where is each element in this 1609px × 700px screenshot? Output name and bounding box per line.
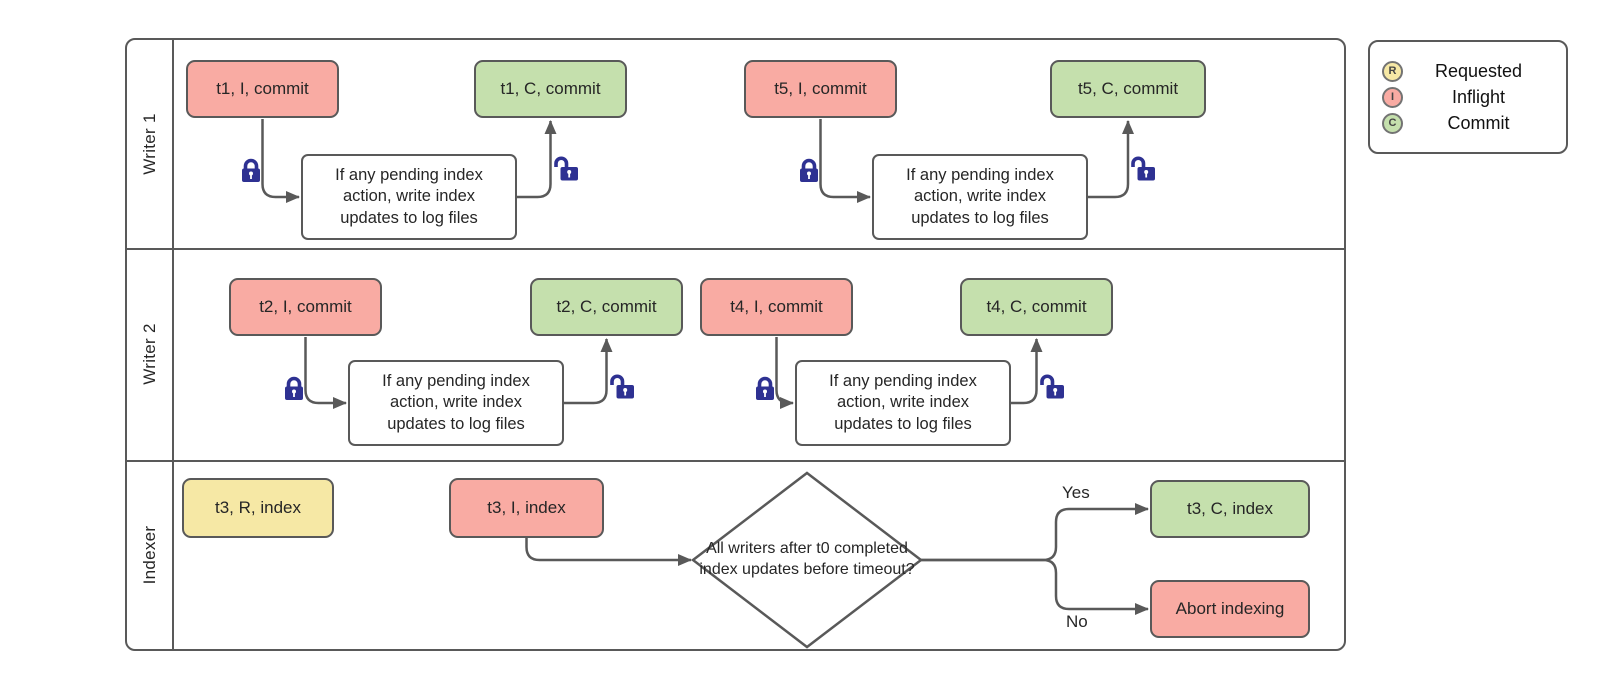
- node-t5-commit: t5, C, commit: [1050, 60, 1206, 118]
- legend-label-inflight: Inflight: [1451, 86, 1506, 107]
- connector-t1I-to-pending: [261, 119, 300, 203]
- node-t1-commit: t1, C, commit: [474, 60, 627, 118]
- connector-decision-yes-to-t3C: [921, 503, 1149, 562]
- connector-decision-no-to-abort: [921, 558, 1149, 615]
- lock-closed-icon: [242, 158, 260, 182]
- node-pending-index-action-w1b: If any pending index action, write index…: [872, 154, 1088, 240]
- node-t3-inflight: t3, I, index: [449, 478, 604, 538]
- connector-pending-to-t4C: [1011, 338, 1043, 405]
- lock-open-icon: [1131, 156, 1155, 181]
- connector-pending-to-t5C: [1088, 120, 1134, 199]
- lane-divider-writer2-indexer: [127, 460, 1344, 462]
- lock-closed-icon: [285, 376, 303, 400]
- legend-label-commit: Commit: [1447, 112, 1510, 133]
- connector-t4I-to-pending: [775, 337, 794, 409]
- decision-diamond-shape: [690, 471, 924, 649]
- node-pending-index-action-w2a: If any pending index action, write index…: [348, 360, 564, 446]
- decision-label: All writers after t0 completed index upd…: [699, 540, 915, 578]
- edge-label-yes: Yes: [1062, 483, 1090, 502]
- node-abort-indexing: Abort indexing: [1150, 580, 1310, 638]
- connector-pending-to-t2C: [564, 338, 613, 405]
- legend-item-inflight: I Inflight: [1382, 86, 1554, 108]
- lock-open-icon: [1040, 374, 1064, 399]
- node-t3-requested: t3, R, index: [182, 478, 334, 538]
- node-t2-commit: t2, C, commit: [530, 278, 683, 336]
- legend: R Requested I Inflight C Commit: [1368, 40, 1568, 154]
- lock-open-icon: [610, 374, 634, 399]
- node-t3-commit: t3, C, index: [1150, 480, 1310, 538]
- legend-label-requested: Requested: [1434, 60, 1523, 81]
- node-t2-inflight: t2, I, commit: [229, 278, 382, 336]
- connector-pending-to-t1C: [517, 120, 557, 199]
- connector-t5I-to-pending: [819, 119, 871, 203]
- lock-closed-icon: [756, 376, 774, 400]
- edge-label-no: No: [1066, 612, 1088, 631]
- legend-item-requested: R Requested: [1382, 60, 1554, 82]
- lock-open-icon: [554, 156, 578, 181]
- node-pending-index-action-w2b: If any pending index action, write index…: [795, 360, 1011, 446]
- node-t5-inflight: t5, I, commit: [744, 60, 897, 118]
- inflight-state-icon: I: [1382, 86, 1403, 108]
- lock-closed-icon: [800, 158, 818, 182]
- legend-item-commit: C Commit: [1382, 112, 1554, 134]
- connector-t3I-to-decision: [525, 538, 692, 566]
- node-t4-commit: t4, C, commit: [960, 278, 1113, 336]
- connector-t2I-to-pending: [304, 337, 347, 409]
- node-t4-inflight: t4, I, commit: [700, 278, 853, 336]
- lane-label-column-divider: [172, 40, 174, 649]
- node-t1-inflight: t1, I, commit: [186, 60, 339, 118]
- node-pending-index-action-w1a: If any pending index action, write index…: [301, 154, 517, 240]
- lane-divider-writer1-writer2: [127, 248, 1344, 250]
- commit-state-icon: C: [1382, 112, 1403, 134]
- requested-state-icon: R: [1382, 60, 1403, 82]
